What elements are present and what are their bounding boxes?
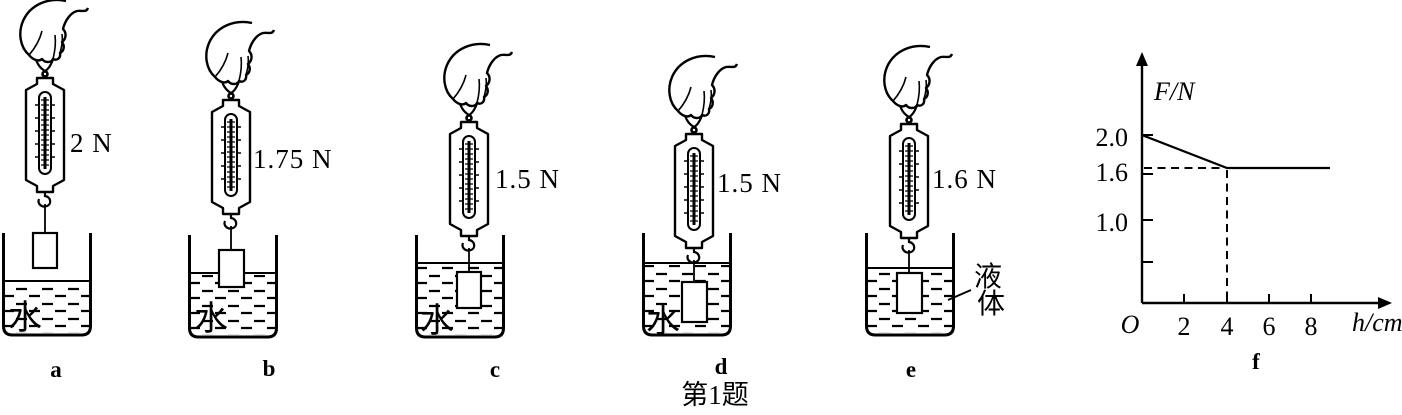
subfigure-label-f: f bbox=[1252, 349, 1260, 374]
beaker-a bbox=[2, 231, 92, 337]
hand-icon-b bbox=[205, 20, 276, 102]
origin-label: O bbox=[1121, 310, 1140, 339]
hand-icon-a bbox=[19, 0, 90, 80]
x-tick-label-6: 6 bbox=[1263, 312, 1276, 341]
y-tick-marks bbox=[1142, 134, 1153, 263]
reading-c: 1.5 N bbox=[495, 164, 560, 194]
reading-d: 1.5 N bbox=[717, 168, 782, 198]
reading-b: 1.75 N bbox=[253, 144, 333, 174]
setup-b: 1.75 N 水 b bbox=[188, 20, 333, 381]
weight-d bbox=[680, 280, 709, 324]
hand-icon-d bbox=[668, 54, 739, 136]
hand-icon-c bbox=[443, 42, 514, 124]
subfigure-label-d: d bbox=[715, 354, 728, 379]
spring-scale-icon-c bbox=[448, 120, 490, 253]
x-axis-label: h/cm bbox=[1352, 308, 1402, 337]
weight-e bbox=[895, 271, 924, 315]
spring-scale-icon-a bbox=[24, 76, 66, 209]
weight-a bbox=[31, 231, 59, 270]
water-fill-a bbox=[5, 283, 89, 333]
setup-e: 1.6 N 液 体 e bbox=[865, 44, 1005, 382]
subfigure-label-c: c bbox=[490, 357, 500, 382]
x-tick-label-2: 2 bbox=[1178, 312, 1191, 341]
setup-d: 1.5 N 水 d bbox=[642, 54, 782, 379]
liquid-label-leader-line bbox=[947, 289, 972, 301]
reading-a: 2 N bbox=[70, 128, 113, 158]
data-line-F-vs-h bbox=[1141, 133, 1330, 170]
setup-c: 1.5 N 水 c bbox=[415, 42, 560, 382]
weight-c bbox=[455, 270, 483, 310]
graph-f: F/N h/cm O 2.0 1.6 1.0 2 4 6 8 f bbox=[1096, 52, 1402, 374]
setup-a: 2 N 水 a bbox=[2, 0, 113, 382]
reading-e: 1.6 N bbox=[932, 164, 997, 194]
x-axis-arrow-icon bbox=[1378, 297, 1392, 309]
y-axis-arrow-icon bbox=[1136, 52, 1148, 66]
water-label-a: 水 bbox=[8, 300, 42, 337]
spring-scale-icon-e bbox=[888, 122, 930, 255]
y-tick-label-2.0: 2.0 bbox=[1096, 123, 1129, 152]
x-tick-marks bbox=[1183, 294, 1312, 303]
y-tick-label-1.0: 1.0 bbox=[1096, 208, 1129, 237]
water-label-d: 水 bbox=[646, 303, 680, 340]
liquid-label-char2: 体 bbox=[977, 288, 1005, 320]
y-tick-label-1.6: 1.6 bbox=[1096, 158, 1129, 187]
subfigure-label-e: e bbox=[906, 357, 916, 382]
x-tick-label-4: 4 bbox=[1221, 312, 1234, 341]
spring-scale-icon-b bbox=[210, 98, 252, 231]
liquid-label-char1: 液 bbox=[974, 261, 1002, 293]
water-label-c: 水 bbox=[420, 303, 454, 340]
x-tick-label-8: 8 bbox=[1305, 312, 1318, 341]
weight-b bbox=[217, 248, 246, 289]
spring-scale-icon-d bbox=[673, 132, 715, 265]
hand-icon-e bbox=[883, 44, 954, 126]
water-label-b: 水 bbox=[194, 301, 228, 338]
subfigure-label-a: a bbox=[50, 357, 62, 382]
figure-caption: 第1题 bbox=[681, 380, 749, 410]
subfigure-label-b: b bbox=[263, 356, 276, 381]
y-axis-label: F/N bbox=[1153, 77, 1196, 106]
